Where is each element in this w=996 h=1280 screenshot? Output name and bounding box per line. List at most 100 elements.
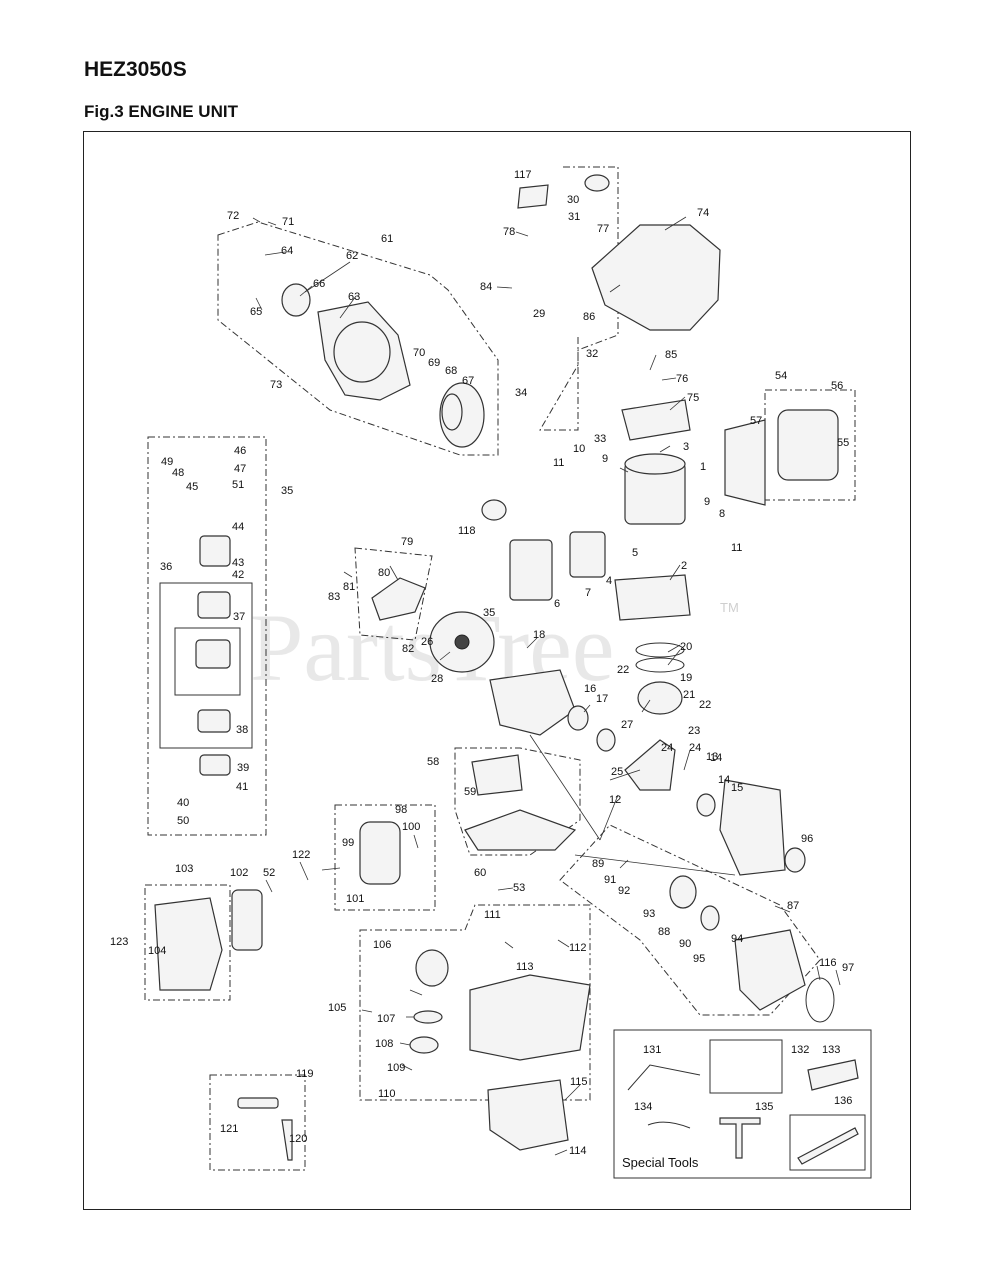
callout-136: 136	[834, 1095, 852, 1107]
gasket-102-part	[231, 889, 263, 951]
plug-cap-118	[481, 499, 507, 521]
callout-71: 71	[282, 216, 294, 228]
group-98-outline	[334, 804, 436, 911]
bearing-14-left	[596, 728, 616, 752]
callout-101: 101	[346, 893, 364, 905]
recoil-pulley-part	[669, 875, 697, 909]
callout-117: 117	[514, 169, 532, 181]
callout-49: 49	[161, 456, 173, 468]
callout-114: 114	[569, 1145, 587, 1157]
callout-116: 116	[819, 957, 837, 969]
callout-80: 80	[378, 567, 390, 579]
callout-5: 5	[632, 547, 638, 559]
callout-26: 26	[421, 636, 433, 648]
callout-59: 59	[464, 786, 476, 798]
seal-116	[805, 977, 835, 1023]
callout-118: 118	[458, 525, 476, 537]
callout-25: 25	[611, 766, 623, 778]
callout-95: 95	[693, 953, 705, 965]
callout-132: 132	[791, 1044, 809, 1056]
air-filter-part	[471, 754, 523, 796]
callout-47: 47	[234, 463, 246, 475]
cylinder-top	[624, 453, 686, 475]
callout-120: 120	[289, 1133, 307, 1145]
tool-131-part	[627, 1064, 701, 1091]
callout-88: 88	[658, 926, 670, 938]
tool-132-box	[709, 1039, 783, 1094]
callout-35: 35	[483, 607, 495, 619]
fuel-cap-part	[415, 949, 449, 987]
callout-81: 81	[343, 581, 355, 593]
callout-115: 115	[570, 1076, 588, 1088]
cap-gasket-107	[413, 1010, 443, 1024]
callout-10: 10	[573, 443, 585, 455]
callout-96: 96	[801, 833, 813, 845]
callout-135: 135	[755, 1101, 773, 1113]
callout-104: 104	[148, 945, 166, 957]
callout-23: 23	[688, 725, 700, 737]
cleaner-cover-part	[359, 821, 401, 885]
callout-15: 15	[731, 782, 743, 794]
model-number: HEZ3050S	[84, 58, 187, 81]
callout-39: 39	[237, 762, 249, 774]
callout-34: 34	[515, 387, 527, 399]
seal-96	[784, 847, 806, 873]
tool-120-part	[281, 1119, 293, 1161]
piston-ring-lower	[635, 657, 685, 673]
carb-throttle-part	[199, 535, 231, 567]
bearing-14-right	[696, 793, 716, 817]
label-117	[517, 184, 549, 209]
crankcase-left-part	[489, 669, 576, 736]
callout-2: 2	[681, 560, 687, 572]
callout-84: 84	[480, 281, 492, 293]
callout-14: 14	[710, 752, 722, 764]
gasket-part	[621, 399, 691, 441]
callout-76: 76	[676, 373, 688, 385]
callout-70: 70	[413, 347, 425, 359]
callout-66: 66	[313, 278, 325, 290]
callout-3: 3	[683, 441, 689, 453]
callout-90: 90	[679, 938, 691, 950]
callout-8: 8	[719, 508, 725, 520]
callout-1: 1	[700, 461, 706, 473]
tool-134-part	[647, 1121, 691, 1129]
callout-103: 103	[175, 863, 193, 875]
carb-pump-part	[197, 709, 231, 733]
callout-28: 28	[431, 673, 443, 685]
callout-134: 134	[634, 1101, 652, 1113]
callout-119: 119	[296, 1068, 314, 1080]
insulator-part	[569, 531, 606, 578]
crankcase-right-part	[719, 779, 786, 876]
leader-lines	[252, 216, 841, 1156]
callout-45: 45	[186, 481, 198, 493]
bearing-16	[567, 705, 589, 731]
callout-44: 44	[232, 521, 244, 533]
callout-75: 75	[687, 392, 699, 404]
group-105-outline	[359, 904, 591, 1101]
callout-labels: 1234567899101111121314141516171819202122…	[110, 169, 854, 1157]
flywheel-hub	[454, 634, 470, 650]
callout-56: 56	[831, 380, 843, 392]
callout-106: 106	[373, 939, 391, 951]
callout-102: 102	[230, 867, 248, 879]
callout-11: 11	[553, 457, 564, 469]
special-tools-box	[613, 1029, 872, 1179]
callout-53: 53	[513, 882, 525, 894]
group-87-outline	[559, 824, 821, 1016]
callout-17: 17	[596, 693, 608, 705]
callout-40: 40	[177, 797, 189, 809]
callout-48: 48	[172, 467, 184, 479]
callout-94: 94	[731, 933, 743, 945]
callout-82: 82	[402, 643, 414, 655]
callout-13: 13	[706, 751, 718, 763]
crankshaft-part	[624, 739, 676, 791]
tool-135-part	[719, 1117, 761, 1159]
tool-121-part	[237, 1097, 279, 1109]
callout-19: 19	[680, 672, 692, 684]
callout-110: 110	[378, 1088, 396, 1100]
callout-61: 61	[381, 233, 393, 245]
group-outlines	[144, 166, 872, 1179]
muffler-part	[777, 409, 839, 481]
group-36-box	[159, 582, 253, 749]
callout-54: 54	[775, 370, 787, 382]
